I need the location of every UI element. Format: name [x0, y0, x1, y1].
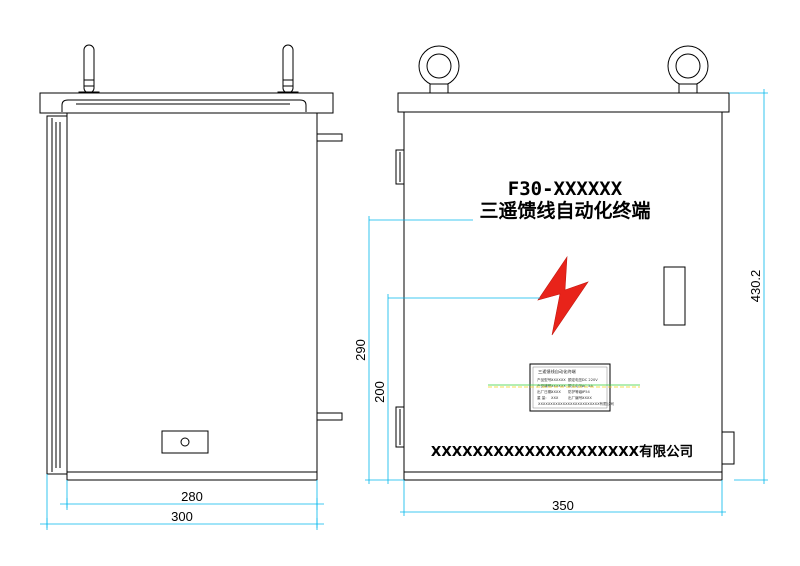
nameplate-cell: 出厂日期: [537, 389, 553, 394]
front-model-label: F30-XXXXXX [508, 178, 623, 200]
nameplate-cell: 额定电压: [568, 377, 584, 382]
side-cable-gland [161, 430, 209, 454]
side-lifting-bolt-left [78, 44, 100, 99]
side-mount-lug-bottom [316, 412, 343, 421]
nameplate-cell: DC 220V [582, 378, 598, 382]
nameplate: 三遥馈线自动化终端 产品型号: XXXXXX 额定电压: DC 220V 产品编… [529, 363, 614, 412]
nameplate-cell: XXXXXX [551, 384, 566, 388]
dim-height-290: 290 [353, 339, 368, 361]
nameplate-rows: 产品型号: XXXXXX 额定电压: DC 220V 产品编号: XXXXXX … [537, 377, 598, 400]
nameplate-cell: 防护等级: [568, 389, 584, 394]
dim-height-200: 200 [372, 381, 387, 403]
dim-front-width: 350 [552, 498, 574, 513]
side-body [66, 112, 318, 481]
side-base [66, 471, 318, 481]
nameplate-cell: 重 量: [537, 395, 547, 400]
nameplate-cell: AC 5A [582, 384, 593, 388]
dim-side-inner-width: 280 [181, 489, 203, 504]
side-dimensions [40, 474, 324, 530]
side-view [39, 44, 343, 481]
front-roof [397, 92, 730, 113]
side-roof [39, 92, 334, 114]
nameplate-cell: XXXX [551, 390, 561, 394]
nameplate-cell: XXXXXX [551, 378, 566, 382]
side-door-flange [46, 115, 68, 475]
nameplate-footer: XXXXXXXXXXXXXXXXXXXXXXXXX有限公司 [538, 401, 614, 406]
nameplate-cell: 出厂编号: [568, 395, 584, 400]
nameplate-cell: 额定电流: [568, 383, 584, 388]
front-eye-bolt-right [667, 45, 709, 95]
front-cable-gland [721, 431, 735, 465]
front-door-handle[interactable] [663, 266, 686, 326]
front-product-title: 三遥馈线自动化终端 [479, 199, 650, 222]
nameplate-cell: 产品编号: [537, 383, 553, 388]
front-manufacturer-label: XXXXXXXXXXXXXXXXXXXX有限公司 [431, 443, 693, 460]
nameplate-cell: 产品型号: [537, 377, 553, 382]
nameplate-title: 三遥馈线自动化终端 [538, 368, 576, 375]
front-dimensions [365, 89, 768, 516]
front-view [395, 45, 735, 481]
side-lifting-bolt-right [277, 44, 299, 99]
nameplate-cell: XXXX [582, 396, 592, 400]
nameplate-cell: IP54 [582, 390, 591, 394]
nameplate-cell: XXX [551, 396, 559, 400]
side-mount-lug-top [316, 133, 343, 142]
dim-front-height: 430.2 [748, 270, 763, 303]
front-eye-bolt-left [418, 45, 460, 95]
dim-side-outer-width: 300 [171, 509, 193, 524]
lightning-bolt-icon [537, 255, 589, 336]
